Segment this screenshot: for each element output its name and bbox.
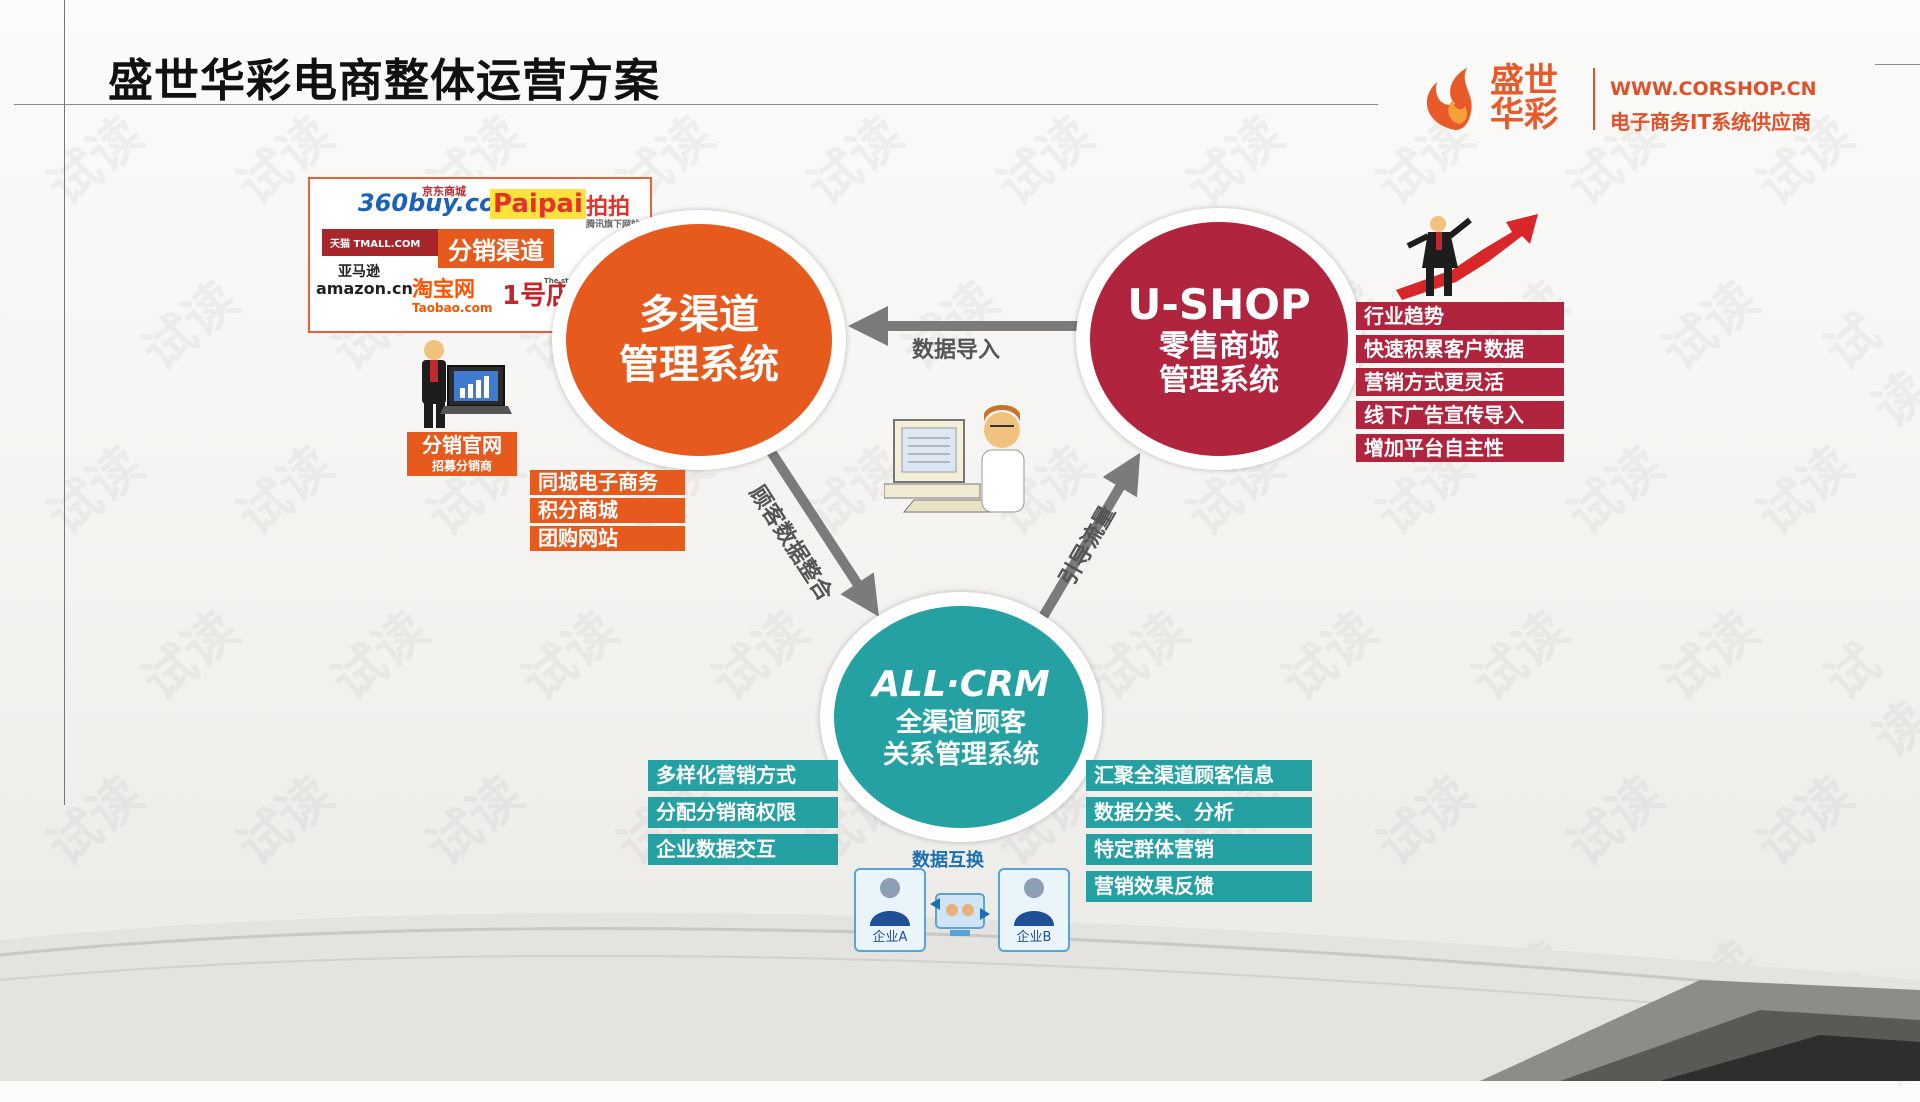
brand-taobao: Taobao.com <box>412 301 493 315</box>
arrow-integrate <box>765 447 879 617</box>
decorative-swoosh <box>0 912 1920 1081</box>
ushop-features-item: 行业趋势 <box>1356 302 1564 330</box>
enterprise-a-card: 企业A <box>854 868 926 952</box>
ushop-line3: 管理系统 <box>1159 363 1279 398</box>
crm-right-features-item: 特定群体营销 <box>1086 834 1312 865</box>
enterprise-b-card: 企业B <box>998 868 1070 952</box>
exchange-icon <box>930 893 990 936</box>
multichannel-features-item: 积分商城 <box>530 498 685 523</box>
crm-left-features-item: 多样化营销方式 <box>648 760 838 791</box>
header-rule-right <box>1875 64 1920 65</box>
brand-distribution: 分销渠道 <box>438 229 554 268</box>
brand-paipai-sub: 腾讯旗下网站 <box>586 220 641 230</box>
businessman-laptop-icon <box>422 340 512 428</box>
logo-url: WWW.CORSHOP.CN <box>1610 78 1817 100</box>
crm-right-features-item: 营销效果反馈 <box>1086 871 1312 902</box>
multichannel-line1: 多渠道 <box>639 292 759 338</box>
crm-left-features-item: 分配分销商权限 <box>648 797 838 828</box>
ushop-features-item: 营销方式更灵活 <box>1356 368 1564 396</box>
header-rule <box>14 104 1378 105</box>
crm-line2: 全渠道顾客 <box>895 708 1026 738</box>
ushop-features-item: 增加平台自主性 <box>1356 434 1564 462</box>
crm-right-features-item: 数据分类、分析 <box>1086 797 1312 828</box>
multichannel-features-item: 同城电子商务 <box>530 470 685 495</box>
distribution-site-subtitle: 招募分销商 <box>431 459 492 473</box>
ushop-line2: 零售商城 <box>1159 329 1279 364</box>
arrow-traffic <box>1035 452 1141 625</box>
crm-right-features-item: 汇聚全渠道顾客信息 <box>1086 760 1312 791</box>
distribution-site-title: 分销官网 <box>422 433 502 457</box>
user-icon <box>1014 878 1054 926</box>
multichannel-line2: 管理系统 <box>619 342 779 388</box>
crm-left-features-item: 企业数据交互 <box>648 834 838 865</box>
brand-logos-box: 360buy.com 京东商城 Paipai 拍拍 腾讯旗下网站 天猫 TMAL… <box>308 177 652 333</box>
logo-divider <box>1593 68 1595 130</box>
brand-paipai-cn: 拍拍 <box>586 195 631 220</box>
ushop-line1: U-SHOP <box>1127 280 1311 329</box>
crm-line3: 关系管理系统 <box>882 740 1039 770</box>
enterprise-a-label: 企业A <box>872 930 908 945</box>
ushop-node: U-SHOP 零售商城 管理系统 <box>1090 222 1348 456</box>
logo-flame-icon <box>1426 68 1472 130</box>
arrow-label-import: 数据导入 <box>912 338 1001 363</box>
user-icon <box>870 878 910 926</box>
left-rule <box>64 0 65 805</box>
multichannel-features-item: 团购网站 <box>530 526 685 551</box>
brand-yhd-sub: The store <box>544 277 582 285</box>
enterprise-b-label: 企业B <box>1016 930 1052 945</box>
computer-user-icon <box>884 405 1025 513</box>
distribution-site-badge: 分销官网 招募分销商 <box>407 432 517 476</box>
brand-taobao-cn: 淘宝网 <box>412 277 475 301</box>
brand-amazon-cn: 亚马逊 <box>338 264 380 280</box>
page-title: 盛世华彩电商整体运营方案 <box>108 54 661 107</box>
brand-tmall: 天猫 TMALL.COM <box>322 229 441 256</box>
brand-paipai: Paipai <box>490 189 586 219</box>
brand-amazon: amazon.cn <box>316 279 413 298</box>
brand-jd: 京东商城 <box>422 185 466 198</box>
crm-node: ALL·CRM 全渠道顾客 关系管理系统 <box>834 606 1088 828</box>
data-exchange-label: 数据互换 <box>912 850 984 871</box>
multichannel-node: 多渠道 管理系统 <box>566 224 832 456</box>
logo-name: 盛世华彩 <box>1490 61 1558 135</box>
rising-arrow-businessman-icon <box>1396 214 1538 300</box>
crm-line1: ALL·CRM <box>872 664 1050 705</box>
logo-tagline: 电子商务IT系统供应商 <box>1610 110 1812 134</box>
ushop-features-item: 线下广告宣传导入 <box>1356 401 1564 429</box>
company-logo: 盛世华彩 WWW.CORSHOP.CN 电子商务IT系统供应商 <box>1415 60 1885 140</box>
ushop-features-item: 快速积累客户数据 <box>1356 335 1564 363</box>
